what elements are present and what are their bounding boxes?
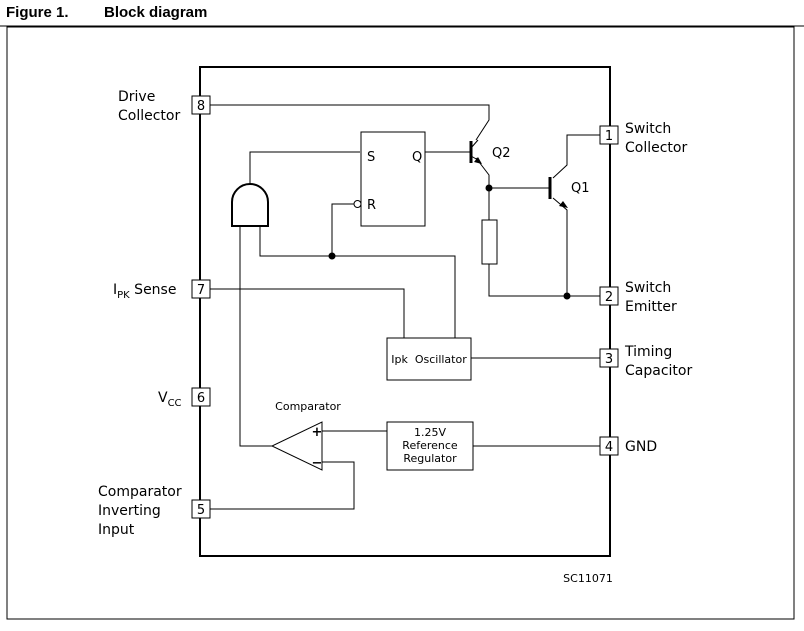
pin6-label: VCC (158, 390, 182, 409)
comparator-label: Comparator (275, 400, 341, 413)
pin4-label: GND (625, 439, 657, 455)
wire-set (249, 151, 360, 186)
pin7-label: IPK Sense (113, 282, 176, 301)
flipflop-s-label: S (367, 150, 375, 165)
q1-emitter-arrow (559, 201, 568, 208)
pin-number-8: 8 (197, 99, 205, 114)
pin-box-1 (599, 125, 619, 145)
pin-number-3: 3 (605, 352, 613, 367)
comparator-plus: + (312, 425, 323, 440)
junction-dot (328, 252, 336, 260)
regulator-label-line1: 1.25V (414, 426, 446, 439)
regulator-label-line2: Reference (402, 439, 458, 452)
pin-number-5: 5 (197, 503, 205, 518)
reset-inversion-bubble (353, 200, 362, 208)
figure-frame (6, 26, 795, 620)
pin-box-2 (599, 286, 619, 306)
figure-title: Figure 1. Block diagram (6, 4, 207, 21)
pin3-label-line2: Capacitor (625, 363, 692, 379)
wires (210, 104, 600, 510)
diagram-code: SC11071 (563, 572, 613, 585)
pin-box-7 (191, 279, 211, 299)
wire-switch-collector (552, 134, 600, 179)
wire-drive-collector (210, 104, 490, 141)
q2-emitter-arrow (474, 157, 482, 164)
resistor (481, 219, 498, 265)
flipflop-q-label: Q (412, 150, 422, 165)
and-gate (231, 183, 269, 227)
oscillator-label: Ipk Oscillator (391, 353, 467, 366)
ic-package (199, 66, 611, 557)
figure-number: Figure 1. (6, 4, 69, 21)
wire-comp-out (239, 226, 272, 447)
sr-flipflop (360, 131, 426, 227)
oscillator-block (386, 337, 472, 381)
wire-resistor-emitter (488, 264, 600, 297)
regulator-label-line3: Regulator (403, 452, 457, 465)
wire-osc-gate (259, 226, 456, 338)
regulator-block (386, 421, 474, 471)
pin-boxes (191, 95, 619, 519)
pin-number-1: 1 (605, 129, 613, 144)
wire-q1-emitter (552, 197, 568, 296)
pin3-label-line1: Timing (624, 344, 672, 360)
pin-box-4 (599, 436, 619, 456)
pin2-label-line1: Switch (625, 280, 671, 296)
comparator-triangle (270, 421, 323, 471)
pin-number-6: 6 (197, 391, 205, 406)
flipflop-r-label: R (367, 198, 376, 213)
wire-inverting-input (210, 461, 355, 510)
junction-dot (563, 292, 571, 300)
figure-caption: Block diagram (104, 4, 208, 21)
pin2-label-line2: Emitter (625, 299, 677, 315)
pin-number-2: 2 (605, 290, 613, 305)
q2-label: Q2 (492, 146, 511, 161)
pin8-label-line2: Collector (118, 108, 180, 124)
pin1-label-line2: Collector (625, 140, 687, 156)
junction-dot (485, 184, 493, 192)
wire-reset (331, 203, 355, 256)
pin-box-6 (191, 387, 211, 407)
pin8-label-line1: Drive (118, 89, 155, 105)
q1-label: Q1 (571, 181, 590, 196)
comparator-minus: − (312, 456, 323, 471)
pin-number-7: 7 (197, 283, 205, 298)
pin5-label-line1: Comparator (98, 484, 182, 500)
pin-box-5 (191, 499, 211, 519)
wire-ipk-sense (210, 288, 405, 338)
pin-box-3 (599, 348, 619, 368)
pin-number-4: 4 (605, 440, 613, 455)
pin-box-8 (191, 95, 211, 115)
pin5-label-line3: Input (98, 522, 135, 538)
pin5-label-line2: Inverting (98, 503, 161, 519)
pin1-label-line1: Switch (625, 121, 671, 137)
wire-q2-emitter (475, 157, 490, 220)
